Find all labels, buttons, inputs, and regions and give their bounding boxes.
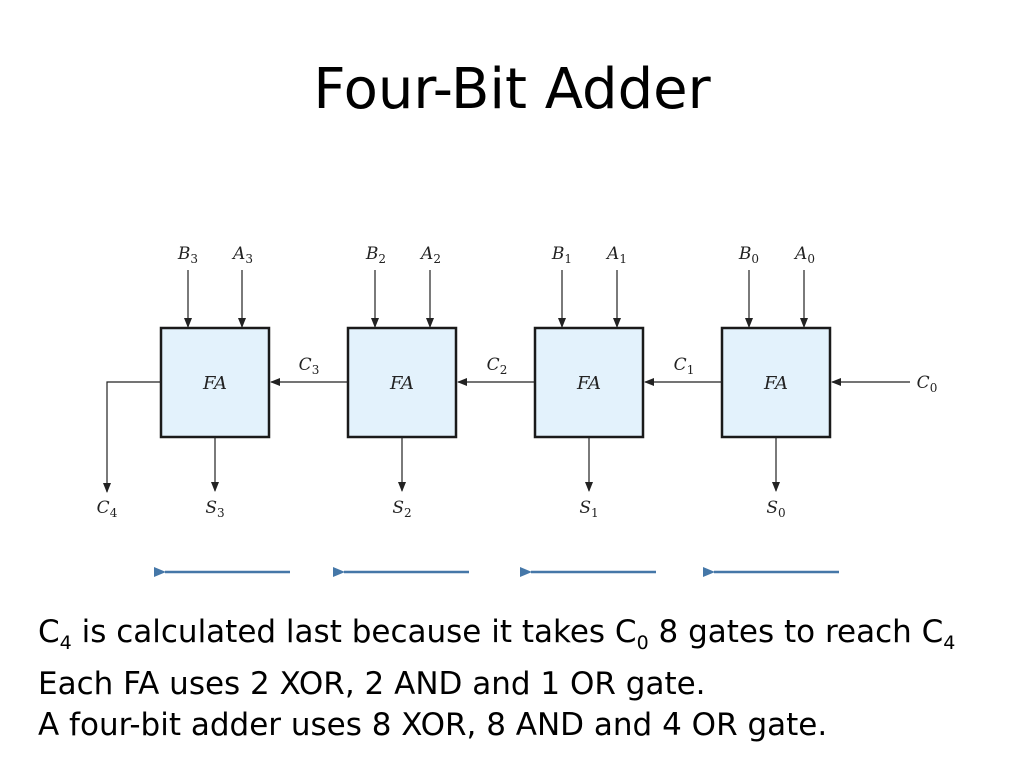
caption-line-2: Each FA uses 2 XOR, 2 AND and 1 OR gate. [38, 666, 706, 703]
input-label-b0: B0 [738, 244, 759, 266]
caption-text: C4 is calculated last because it takes C… [38, 612, 1024, 746]
sum-wires [211, 437, 780, 492]
caption-line-1: C4 is calculated last because it takes C… [38, 614, 956, 655]
carry-wires [103, 378, 910, 493]
carry-label-c1: C1 [674, 355, 695, 377]
input-label-a1: A1 [605, 244, 627, 266]
input-label-b3: B3 [177, 244, 198, 266]
input-label-a3: A3 [231, 244, 253, 266]
carry-label-c2: C2 [487, 355, 508, 377]
input-label-a2: A2 [419, 244, 441, 266]
fa-label: FA [202, 373, 227, 394]
fa-label: FA [763, 373, 788, 394]
carry-label-c3: C3 [299, 355, 320, 377]
fa-label: FA [389, 373, 414, 394]
input-label-b1: B1 [551, 244, 572, 266]
full-adder-1: FA [533, 326, 645, 439]
input-wires [184, 270, 808, 328]
carry-label-c4: C4 [97, 498, 118, 520]
slide-title: Four-Bit Adder [313, 57, 711, 122]
input-label-b2: B2 [365, 244, 386, 266]
sum-label-s0: S0 [766, 498, 785, 520]
full-adder-3: FA [159, 326, 271, 439]
full-adder-0: FA [720, 326, 832, 439]
input-label-a0: A0 [793, 244, 815, 266]
sum-label-s3: S3 [205, 498, 224, 520]
caption-line-3: A four-bit adder uses 8 XOR, 8 AND and 4… [38, 707, 828, 744]
full-adder-2: FA [346, 326, 458, 439]
carry-label-c0: C0 [917, 373, 938, 395]
sum-label-s2: S2 [392, 498, 411, 520]
fa-label: FA [576, 373, 601, 394]
sum-label-s1: S1 [579, 498, 598, 520]
four-bit-adder-diagram: FA FA FA FA B3 A3 B2 A2 B1 A1 B0 A0 C0 [97, 244, 938, 577]
